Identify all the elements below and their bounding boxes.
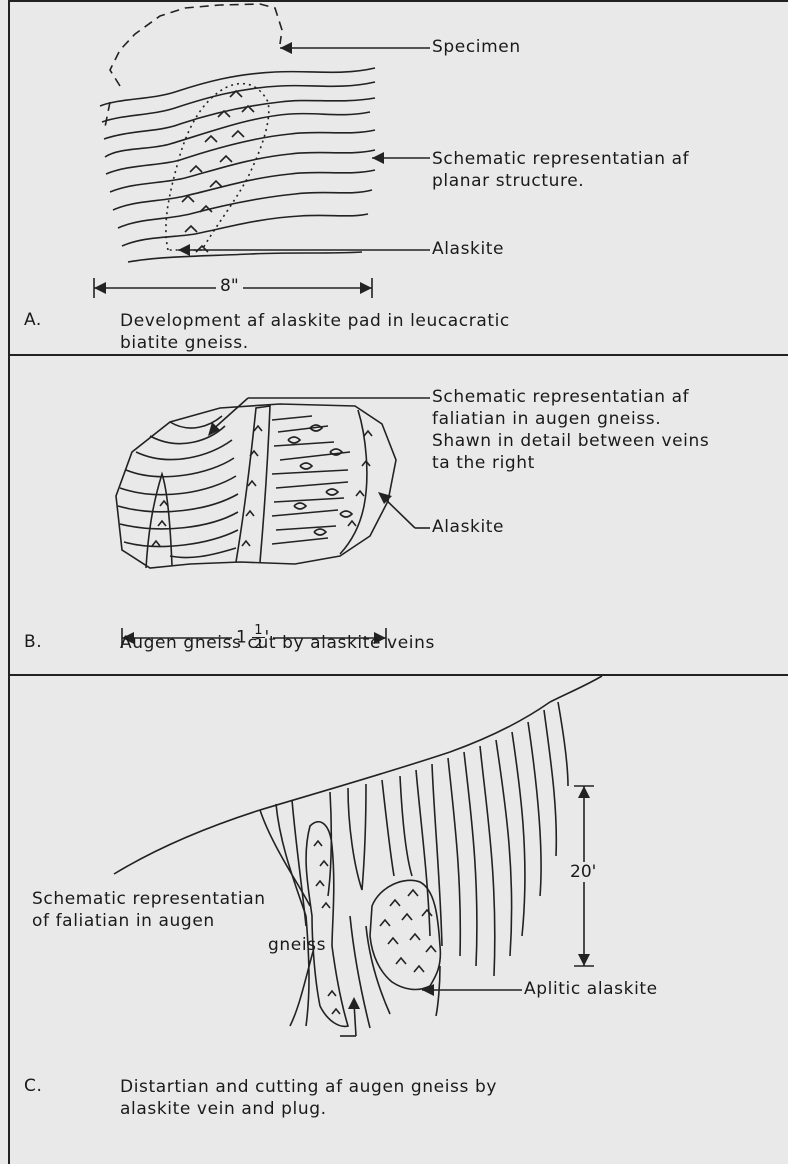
dimension-label-a: 8" <box>216 276 243 296</box>
label-alaskite-b: Alaskite <box>432 516 504 538</box>
panel-c: 20' Schematic representatian of faliatia… <box>8 676 788 1164</box>
panel-b-letter: B. <box>24 632 42 652</box>
panel-a-letter: A. <box>24 310 42 330</box>
foliation-lines <box>118 416 238 558</box>
ground-surface <box>114 676 602 874</box>
alaskite-pod <box>166 84 269 250</box>
vein-middle <box>236 406 270 562</box>
label-foliation-c: Schematic representatian of faliatian in… <box>32 888 266 932</box>
label-alaskite-a: Alaskite <box>432 238 504 260</box>
panel-a-caption: Development af alaskite pad in leucacrat… <box>120 310 510 354</box>
label-specimen: Specimen <box>432 36 521 58</box>
label-gneiss: gneiss <box>268 934 326 956</box>
dimension-label-c: 20' <box>566 862 600 882</box>
panel-c-caption: Distartian and cutting af augen gneiss b… <box>120 1076 497 1120</box>
vein-c-marks <box>314 841 340 1014</box>
panel-b: Schematic representatian af faliatian in… <box>8 356 788 676</box>
planar-structure-lines <box>100 68 375 262</box>
augen-texture <box>272 416 352 544</box>
label-foliation-b: Schematic representatian af faliatian in… <box>432 386 709 474</box>
vein-left <box>146 474 172 568</box>
panel-b-caption: Augen gneiss cut by alaskite veins <box>120 632 435 654</box>
specimen-outline-left <box>105 102 110 127</box>
panel-a: Specimen Schematic representatian af pla… <box>8 0 788 356</box>
label-planar-structure: Schematic representatian af planar struc… <box>432 148 689 192</box>
panel-c-letter: C. <box>24 1076 42 1096</box>
alaskite-pod-marks <box>182 91 254 252</box>
label-aplitic-alaskite: Aplitic alaskite <box>524 978 658 1000</box>
alaskite-vein-c <box>306 822 348 1027</box>
